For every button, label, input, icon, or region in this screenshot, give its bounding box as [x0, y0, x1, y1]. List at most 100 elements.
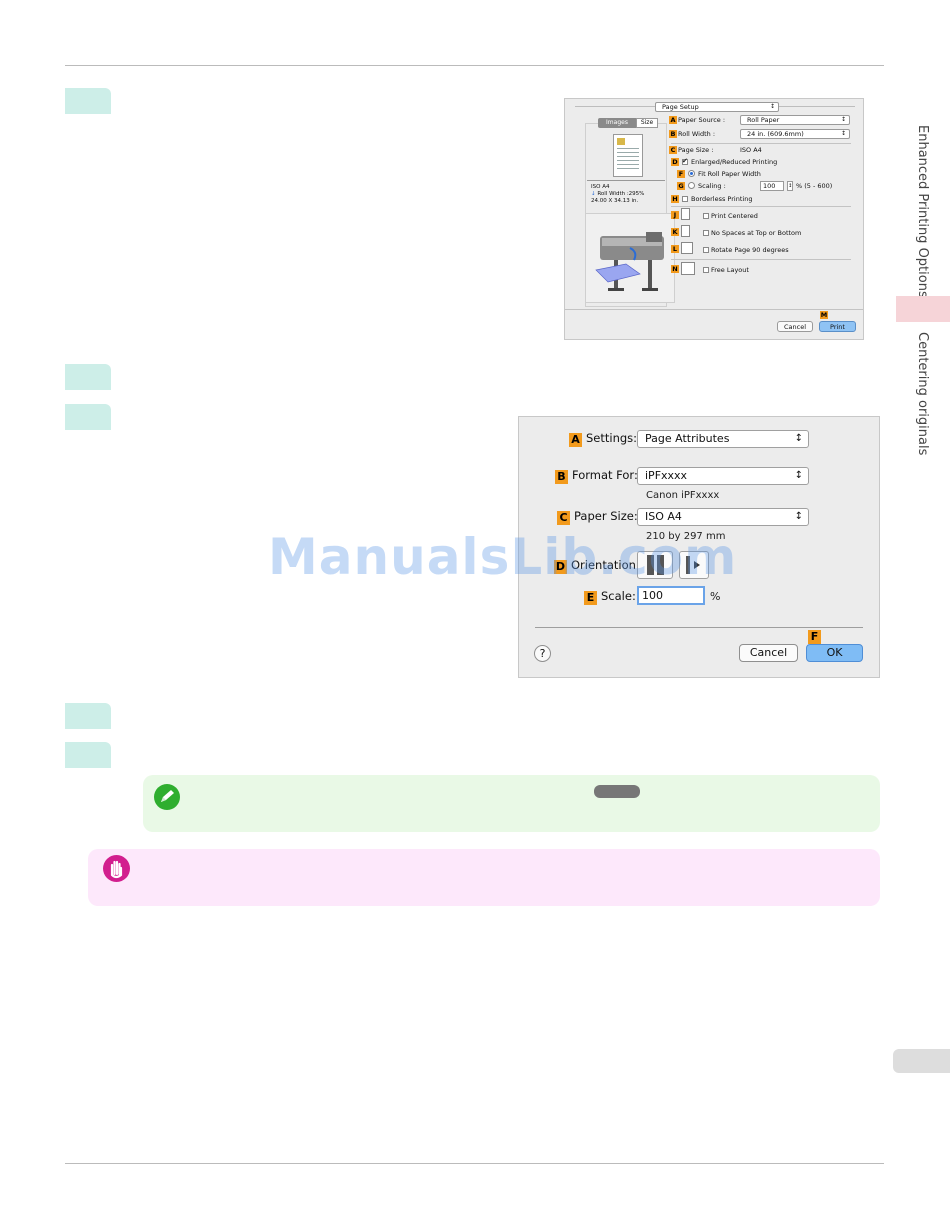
step-marker	[65, 88, 111, 114]
callout-m: M	[820, 311, 828, 319]
roll-width-select[interactable]: 24 in. (609.6mm)	[740, 129, 850, 139]
tab-images[interactable]: Images	[598, 118, 636, 128]
roll-width-label: Roll Width :	[678, 130, 716, 138]
rotate-page-icon	[681, 242, 693, 254]
header-rule	[65, 65, 884, 66]
callout-f-letter: F	[808, 630, 821, 644]
callout-c: C	[557, 511, 570, 525]
footer-rule	[65, 1163, 884, 1164]
page-preview-thumbnail	[613, 134, 643, 177]
divider	[535, 627, 863, 628]
scale-label: E Scale:	[584, 588, 636, 605]
ok-button[interactable]: OK	[806, 644, 863, 662]
step-marker	[65, 742, 111, 768]
divider	[671, 259, 851, 260]
side-tab-subsection[interactable]: Centering originals	[915, 332, 930, 456]
callout-j: J	[671, 211, 679, 219]
scale-input[interactable]: 100	[637, 586, 705, 605]
orientation-landscape-button[interactable]	[679, 551, 709, 579]
tab-size[interactable]: Size	[636, 118, 658, 128]
orientation-label: D Orientation:	[554, 557, 640, 574]
note-box	[143, 775, 880, 832]
callout-l: L	[671, 245, 679, 253]
callout-a: A	[669, 116, 677, 124]
divider	[671, 206, 851, 207]
orientation-portrait-button[interactable]	[637, 551, 673, 579]
cancel-button[interactable]: Cancel	[739, 644, 798, 662]
enlarged-reduced-label: Enlarged/Reduced Printing	[691, 158, 778, 166]
cancel-button[interactable]: Cancel	[777, 321, 813, 332]
preview-dimensions-text: 24.00 X 34.13 in.	[591, 198, 639, 204]
preview-width-text: ↓ Roll Width :295%	[591, 190, 644, 198]
paper-size-label: C Paper Size:	[557, 508, 638, 525]
page-setup-select[interactable]: Page Setup	[655, 102, 779, 112]
paper-size-select[interactable]: ISO A4	[637, 508, 809, 526]
scaling-input[interactable]: 100	[760, 181, 784, 191]
page-size-value: ISO A4	[740, 146, 762, 154]
print-centered-label: Print Centered	[711, 212, 758, 220]
pencil-note-icon	[154, 784, 180, 810]
divider	[565, 309, 863, 310]
divider	[587, 180, 665, 181]
no-spaces-checkbox[interactable]	[703, 230, 709, 236]
important-box	[88, 849, 880, 906]
print-centered-icon	[681, 208, 690, 220]
callout-b: B	[669, 130, 677, 138]
paper-size-description: 210 by 297 mm	[646, 531, 726, 542]
callout-g: G	[677, 182, 685, 190]
orientation-label-text: Orientation:	[571, 558, 640, 572]
reference-page-badge[interactable]	[594, 785, 640, 798]
help-button[interactable]: ?	[534, 645, 551, 662]
preview-size-text: ISO A4	[591, 184, 610, 190]
paper-size-label-text: Paper Size:	[574, 509, 638, 523]
callout-n: N	[671, 265, 679, 273]
callout-e: E	[584, 591, 597, 605]
paper-source-select[interactable]: Roll Paper	[740, 115, 850, 125]
step-marker	[65, 364, 111, 390]
scale-label-text: Scale:	[601, 589, 636, 603]
page-number-tab	[893, 1049, 950, 1073]
enlarged-reduced-checkbox[interactable]	[682, 157, 688, 165]
printer-icon	[595, 232, 664, 291]
fit-roll-width-label: Fit Roll Paper Width	[698, 170, 761, 178]
divider	[671, 143, 851, 144]
scaling-label: Scaling :	[698, 182, 726, 190]
format-for-label-text: Format For:	[572, 468, 638, 482]
page-size-label: Page Size :	[678, 146, 714, 154]
scaling-stepper[interactable]: ↕	[787, 181, 793, 191]
print-button[interactable]: Print	[819, 321, 856, 332]
settings-label: A Settings:	[569, 430, 637, 447]
callout-f: F	[808, 629, 825, 644]
hand-stop-icon	[103, 855, 130, 882]
callout-k: K	[671, 228, 679, 236]
borderless-checkbox[interactable]	[682, 196, 688, 202]
scaling-radio[interactable]	[688, 182, 695, 189]
free-layout-label: Free Layout	[711, 266, 749, 274]
callout-h: H	[671, 195, 679, 203]
thumbnail-image-icon	[617, 138, 625, 145]
side-tab-active-marker	[896, 296, 950, 322]
watermark: ManualsLib.com	[268, 528, 738, 586]
scaling-range: % (5 - 600)	[796, 182, 833, 190]
callout-a: A	[569, 433, 582, 447]
fit-roll-width-radio[interactable]	[688, 170, 695, 177]
step-marker	[65, 703, 111, 729]
preview-roll-width: Roll Width :295%	[597, 191, 645, 197]
settings-label-text: Settings:	[586, 431, 638, 445]
callout-f: F	[677, 170, 685, 178]
rotate-page-checkbox[interactable]	[703, 247, 709, 253]
borderless-label: Borderless Printing	[691, 195, 753, 203]
landscape-icon	[686, 556, 700, 574]
format-for-select[interactable]: iPFxxxx	[637, 467, 809, 485]
scale-unit: %	[710, 590, 721, 603]
callout-c: C	[669, 146, 677, 154]
printer-illustration	[585, 213, 675, 303]
callout-d: D	[671, 158, 679, 166]
callout-d: D	[554, 560, 567, 574]
print-centered-checkbox[interactable]	[703, 213, 709, 219]
side-tab-section[interactable]: Enhanced Printing Options	[915, 125, 930, 298]
free-layout-checkbox[interactable]	[703, 267, 709, 273]
settings-select[interactable]: Page Attributes	[637, 430, 809, 448]
